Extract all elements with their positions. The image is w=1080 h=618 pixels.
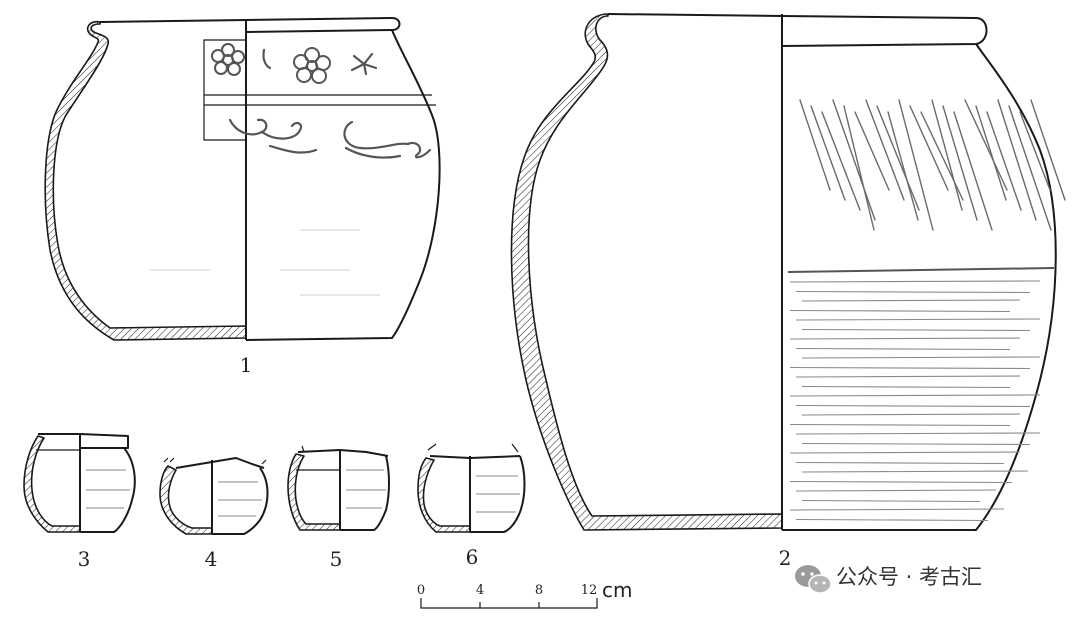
watermark: 公众号 · 考古汇 <box>795 565 982 594</box>
jar-1-scroll-band <box>228 118 432 159</box>
jar-2-horizontal-lines <box>789 280 1041 522</box>
jar-1-surface-lines <box>150 229 380 296</box>
figure-label-6: 6 <box>466 545 479 569</box>
jar-1-exterior-profile <box>245 29 441 341</box>
scale-tick-4: 4 <box>476 583 484 598</box>
jar-1-decoration-window <box>203 39 436 141</box>
jar-2-section-wall <box>510 13 783 531</box>
figure-label-1: 1 <box>240 353 253 377</box>
cup-4 <box>159 457 269 535</box>
jar-1-rim <box>99 17 401 33</box>
jar-2-diagonal-striae <box>799 99 1066 231</box>
figure-label-2: 2 <box>779 546 792 570</box>
scale-bar: 0 4 8 12 cm <box>417 578 632 609</box>
cup-3 <box>23 433 136 533</box>
figure-label-4: 4 <box>205 547 218 571</box>
scale-unit: cm <box>602 578 632 602</box>
jar-1 <box>44 17 441 341</box>
scale-tick-8: 8 <box>535 583 543 598</box>
jar-1-flower-motifs <box>211 43 378 84</box>
figure-label-5: 5 <box>330 547 343 571</box>
watermark-text: 公众号 · 考古汇 <box>836 565 982 589</box>
wechat-icon <box>795 565 832 594</box>
jar-2 <box>510 13 1066 531</box>
scale-tick-0: 0 <box>417 583 425 598</box>
cup-6 <box>417 443 526 533</box>
jar-2-exterior-profile <box>782 43 1057 531</box>
jar-2-rim <box>607 13 988 47</box>
figure-label-3: 3 <box>78 547 91 571</box>
cup-5 <box>287 445 390 531</box>
scale-tick-12: 12 <box>581 583 598 598</box>
